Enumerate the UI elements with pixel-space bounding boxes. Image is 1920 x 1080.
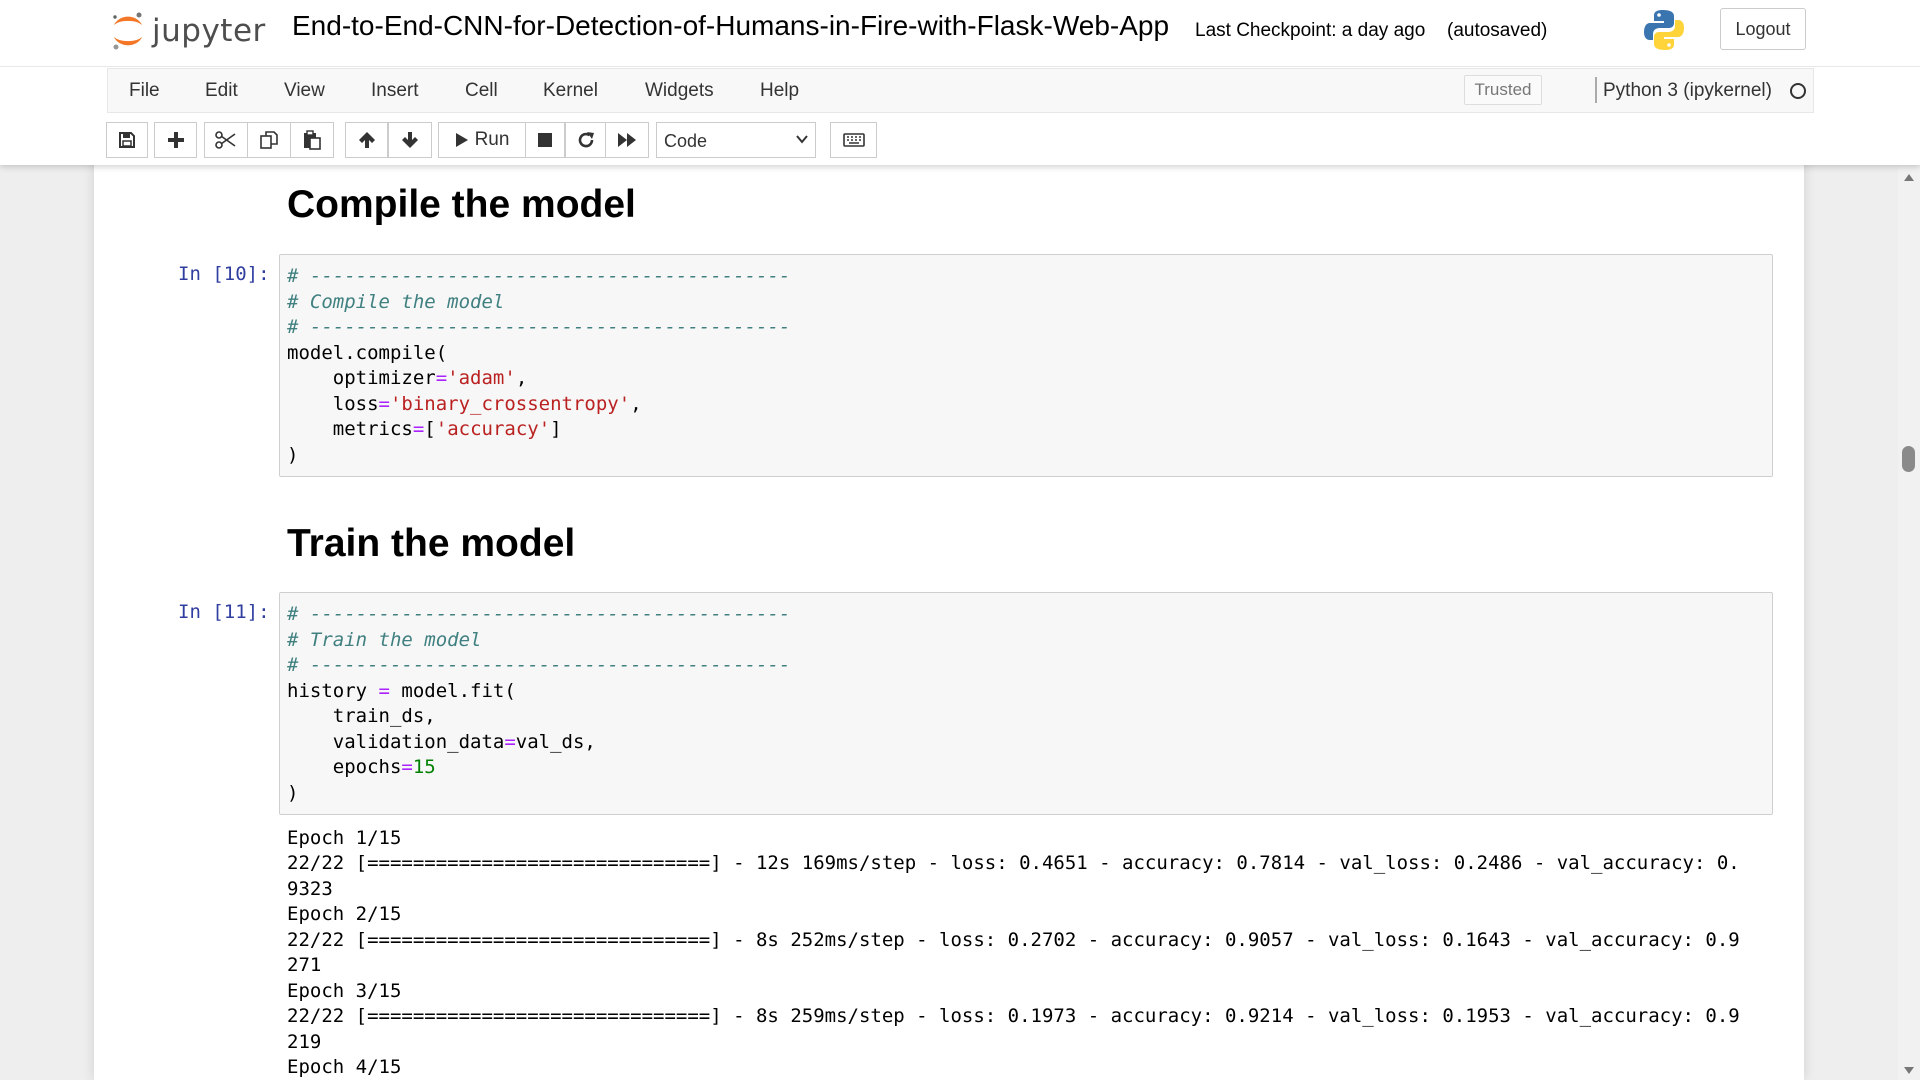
fast-forward-icon bbox=[618, 133, 636, 147]
menu-edit[interactable]: Edit bbox=[205, 80, 238, 101]
menu-help[interactable]: Help bbox=[760, 80, 800, 101]
code-line: model.compile( bbox=[287, 342, 448, 364]
scrollbar[interactable] bbox=[1898, 166, 1920, 1080]
output-line: 9323 bbox=[287, 878, 333, 900]
move-up-button[interactable] bbox=[345, 122, 388, 158]
code-line: # --------------------------------------… bbox=[287, 265, 791, 287]
code-line: epochs=15 bbox=[287, 756, 436, 778]
copy-button[interactable] bbox=[247, 122, 291, 158]
restart-icon bbox=[578, 132, 594, 148]
arrow-down-icon bbox=[402, 132, 418, 148]
paste-button[interactable] bbox=[290, 122, 334, 158]
code-line: validation_data=val_ds, bbox=[287, 731, 596, 753]
jupyter-logo[interactable]: jupyter bbox=[110, 6, 266, 56]
menu-kernel[interactable]: Kernel bbox=[543, 80, 598, 101]
output-line: Epoch 1/15 bbox=[287, 827, 402, 849]
cut-button[interactable] bbox=[204, 122, 248, 158]
restart-run-all-button[interactable] bbox=[605, 122, 649, 158]
command-palette-button[interactable] bbox=[830, 122, 877, 158]
menu-bar: File Edit View Insert Cell Kernel Widget… bbox=[107, 68, 1814, 113]
python-logo-icon bbox=[1644, 10, 1684, 50]
menu-cell[interactable]: Cell bbox=[465, 80, 498, 101]
run-label: Run bbox=[474, 129, 510, 150]
kernel-name[interactable]: Python 3 (ipykernel) bbox=[1603, 80, 1772, 101]
code-line: loss='binary_crossentropy', bbox=[287, 393, 642, 415]
code-line: ) bbox=[287, 444, 299, 466]
plus-icon bbox=[167, 132, 184, 148]
notebook-title[interactable]: End-to-End-CNN-for-Detection-of-Humans-i… bbox=[292, 10, 1170, 41]
scroll-up-icon[interactable] bbox=[1903, 172, 1915, 182]
insert-cell-button[interactable] bbox=[154, 122, 197, 158]
stop-icon bbox=[538, 133, 552, 147]
keyboard-icon bbox=[842, 133, 865, 147]
arrow-up-icon bbox=[358, 132, 375, 148]
code-cell-compile[interactable]: # --------------------------------------… bbox=[279, 254, 1773, 477]
top-bar: jupyter End-to-End-CNN-for-Detection-of-… bbox=[0, 0, 1920, 67]
code-cell-train[interactable]: # --------------------------------------… bbox=[279, 592, 1773, 815]
checkpoint-status: Last Checkpoint: a day ago bbox=[1195, 20, 1426, 41]
run-button[interactable]: Run bbox=[438, 122, 526, 158]
menu-file[interactable]: File bbox=[129, 80, 160, 101]
copy-icon bbox=[260, 131, 278, 149]
save-icon bbox=[119, 132, 135, 148]
logout-button[interactable]: Logout bbox=[1720, 8, 1806, 50]
output-line: Epoch 2/15 bbox=[287, 903, 402, 925]
code-line: history = model.fit( bbox=[287, 680, 516, 702]
code-line: # --------------------------------------… bbox=[287, 316, 791, 338]
kernel-separator bbox=[1595, 77, 1597, 103]
kernel-idle-icon bbox=[1790, 83, 1806, 99]
menu-insert[interactable]: Insert bbox=[371, 80, 419, 101]
code-line: train_ds, bbox=[287, 705, 436, 727]
interrupt-button[interactable] bbox=[525, 122, 565, 158]
notebook-page bbox=[94, 0, 1804, 1080]
paste-icon bbox=[304, 130, 321, 150]
code-line: # Train the model bbox=[287, 629, 482, 651]
scrollbar-thumb[interactable] bbox=[1902, 446, 1915, 472]
output-line: 22/22 [==============================] -… bbox=[287, 1005, 1740, 1027]
jupyter-wordmark: jupyter bbox=[152, 13, 266, 49]
trusted-indicator[interactable]: Trusted bbox=[1464, 75, 1542, 105]
output-line: Epoch 3/15 bbox=[287, 980, 402, 1002]
cell-type-value: Code bbox=[664, 131, 708, 151]
code-line: ) bbox=[287, 782, 299, 804]
output-line: 22/22 [==============================] -… bbox=[287, 852, 1740, 874]
jupyter-icon bbox=[113, 12, 142, 50]
restart-button[interactable] bbox=[565, 122, 606, 158]
output-line: Epoch 4/15 bbox=[287, 1056, 402, 1078]
code-line: # Compile the model bbox=[287, 291, 505, 313]
cell-type-select[interactable]: Code bbox=[656, 122, 816, 158]
move-down-button[interactable] bbox=[388, 122, 432, 158]
scroll-down-icon[interactable] bbox=[1903, 1066, 1915, 1076]
menu-widgets[interactable]: Widgets bbox=[645, 80, 714, 101]
markdown-heading-train[interactable]: Train the model bbox=[287, 522, 576, 565]
markdown-heading-compile[interactable]: Compile the model bbox=[287, 183, 636, 226]
save-button[interactable] bbox=[106, 122, 148, 158]
output-line: 219 bbox=[287, 1031, 322, 1053]
menu-view[interactable]: View bbox=[284, 80, 325, 101]
notebook-header: jupyter End-to-End-CNN-for-Detection-of-… bbox=[0, 0, 1920, 165]
scissors-icon bbox=[215, 131, 236, 149]
autosave-status: (autosaved) bbox=[1447, 20, 1548, 41]
code-line: metrics=['accuracy'] bbox=[287, 418, 562, 440]
run-icon bbox=[455, 133, 468, 147]
code-line: optimizer='adam', bbox=[287, 367, 528, 389]
code-line: # --------------------------------------… bbox=[287, 654, 791, 676]
cell-prompt: In [10]: bbox=[178, 263, 270, 285]
code-line: # --------------------------------------… bbox=[287, 603, 791, 625]
output-line: 22/22 [==============================] -… bbox=[287, 929, 1740, 951]
output-line: 271 bbox=[287, 954, 322, 976]
cell-prompt: In [11]: bbox=[178, 601, 270, 623]
chevron-down-icon bbox=[796, 135, 808, 144]
